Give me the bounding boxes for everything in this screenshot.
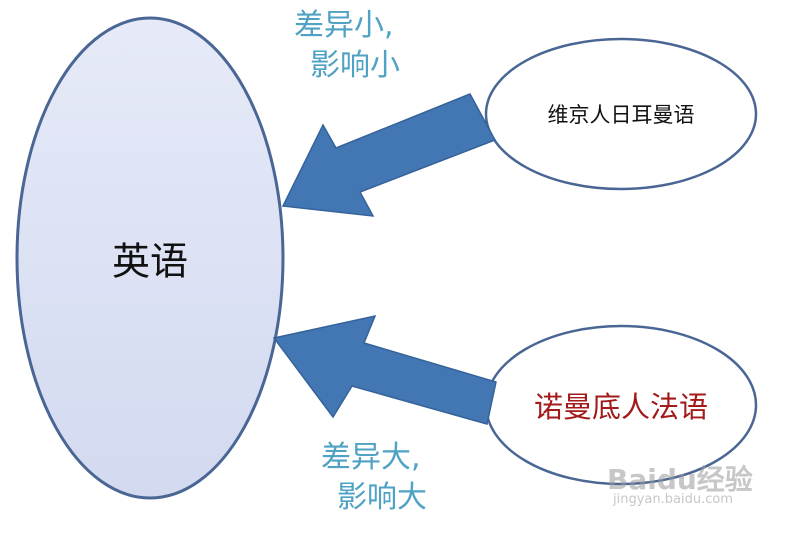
lower-arrow [272,314,497,425]
viking-germanic-label: 维京人日耳曼语 [547,103,695,127]
watermark-text: Baidu经验 [607,463,753,496]
upper-arrow [281,93,497,217]
large-influence-note: 差异大, 影响大 [321,438,427,518]
large-influence-line2: 影响大 [337,480,427,515]
watermark-url: jingyan.baidu.com [613,492,733,507]
viking-germanic-ellipse [484,37,758,191]
small-influence-note: 差异小, 影响小 [294,6,400,86]
large-influence-line1: 差异大, [321,440,421,475]
english-label: 英语 [111,239,189,284]
norman-french-label: 诺曼底人法语 [533,390,709,424]
small-influence-line2: 影响小 [310,48,400,83]
small-influence-line1: 差异小, [294,8,394,43]
english-ellipse [15,16,285,500]
watermark: Baidu经验 jingyan.baidu.com [607,458,753,507]
